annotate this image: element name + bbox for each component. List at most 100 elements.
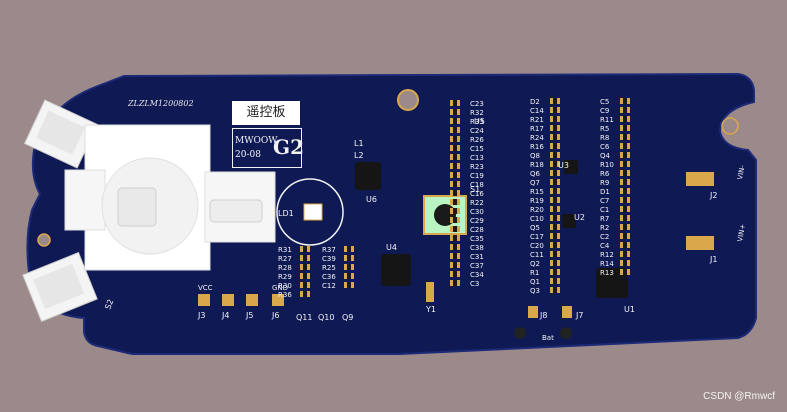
ic-u1: [596, 268, 628, 298]
component-label: C9: [600, 107, 609, 115]
smd-body: [553, 251, 557, 257]
smd-body: [453, 145, 457, 151]
label-l2: L2: [354, 151, 364, 160]
smd-body: [453, 100, 457, 106]
component-label: C3: [470, 280, 479, 288]
component-label: R2: [600, 224, 609, 232]
smd-body: [623, 134, 627, 140]
board-id: ZLZLM1200802: [127, 99, 194, 108]
component-label: C16: [470, 190, 484, 198]
smd-body: [623, 233, 627, 239]
smd-body: [453, 271, 457, 277]
component-label: Q4: [600, 152, 611, 160]
label-q11: Q11: [296, 313, 312, 322]
smd-body: [453, 136, 457, 142]
component-label: Q8: [530, 152, 540, 160]
smd-body: [553, 224, 557, 230]
label-vin-plus: VIN+: [736, 223, 747, 242]
component-label: R28: [278, 264, 292, 272]
component-label: R20: [530, 206, 544, 214]
component-label: R14: [600, 260, 614, 268]
smd-body: [347, 255, 351, 261]
component-label: C4: [600, 242, 610, 250]
label-bat: Bat: [542, 334, 554, 342]
component-label: C15: [470, 145, 484, 153]
smd-body: [623, 107, 627, 113]
brand-line1: MWOOW: [235, 136, 278, 146]
component-label: C6: [600, 143, 610, 151]
component-label: Q2: [530, 260, 540, 268]
component-label: Q1: [530, 278, 540, 286]
board-brand-plate: MWOOW 20-08 G2: [232, 128, 304, 168]
label-j1: J1: [709, 255, 717, 264]
component-label: R37: [322, 246, 336, 254]
label-j6: J6: [271, 311, 279, 320]
component-label: D2: [530, 98, 540, 106]
component-label: R5: [600, 125, 609, 133]
smd-body: [453, 154, 457, 160]
label-u1: U1: [624, 305, 635, 314]
smd-body: [453, 181, 457, 187]
label-u2: U2: [574, 213, 585, 222]
component-label: R18: [530, 161, 544, 169]
smd-body: [553, 134, 557, 140]
component-label: C10: [530, 215, 544, 223]
component-label: R1: [530, 269, 539, 277]
component-label: R10: [600, 161, 614, 169]
smd-body: [623, 260, 627, 266]
component-label: R15: [530, 188, 544, 196]
smd-body: [553, 278, 557, 284]
watermark: CSDN @Rmwcf: [703, 391, 775, 402]
component-label: C13: [470, 154, 484, 162]
component-label: C37: [470, 262, 484, 270]
component-label: R29: [278, 273, 292, 281]
component-label: C19: [470, 172, 484, 180]
component-label: R27: [278, 255, 292, 263]
component-label: R8: [600, 134, 609, 142]
smd-body: [453, 172, 457, 178]
smd-body: [347, 273, 351, 279]
smd-body: [553, 269, 557, 275]
smd-body: [623, 197, 627, 203]
smd-body: [623, 143, 627, 149]
smd-body: [553, 197, 557, 203]
label-u6: U6: [366, 195, 377, 204]
brand-line2: 20-08: [235, 150, 261, 160]
smd-body: [553, 125, 557, 131]
smd-body: [453, 226, 457, 232]
component-label: C23: [470, 100, 484, 108]
crystal-y1: [426, 282, 434, 302]
component-label: R9: [600, 179, 609, 187]
smd-body: [453, 280, 457, 286]
smd-body: [623, 179, 627, 185]
component-label: C11: [530, 251, 544, 259]
smd-body: [303, 282, 307, 288]
component-label: C35: [470, 235, 484, 243]
label-vin-minus: VIN-: [736, 164, 746, 180]
smd-body: [453, 235, 457, 241]
mount-hole: [721, 117, 739, 135]
smd-body: [453, 262, 457, 268]
mount-hole: [397, 89, 419, 111]
component-label: R25: [322, 264, 336, 272]
smd-body: [623, 188, 627, 194]
label-s2: S2: [103, 298, 115, 311]
label-s1: S1: [470, 185, 480, 194]
component-label: R19: [530, 197, 544, 205]
smd-body: [453, 253, 457, 259]
component-label: R23: [470, 163, 484, 171]
label-u5: U5: [474, 117, 485, 126]
smd-body: [303, 255, 307, 261]
smd-body: [553, 161, 557, 167]
smd-body: [623, 116, 627, 122]
component-label: C38: [470, 244, 484, 252]
smd-body: [453, 190, 457, 196]
component-label: C17: [530, 233, 544, 241]
smd-body: [553, 233, 557, 239]
component-label: C31: [470, 253, 484, 261]
component-label: C28: [470, 226, 484, 234]
component-label: R16: [530, 143, 544, 151]
label-j2: J2: [709, 191, 717, 200]
